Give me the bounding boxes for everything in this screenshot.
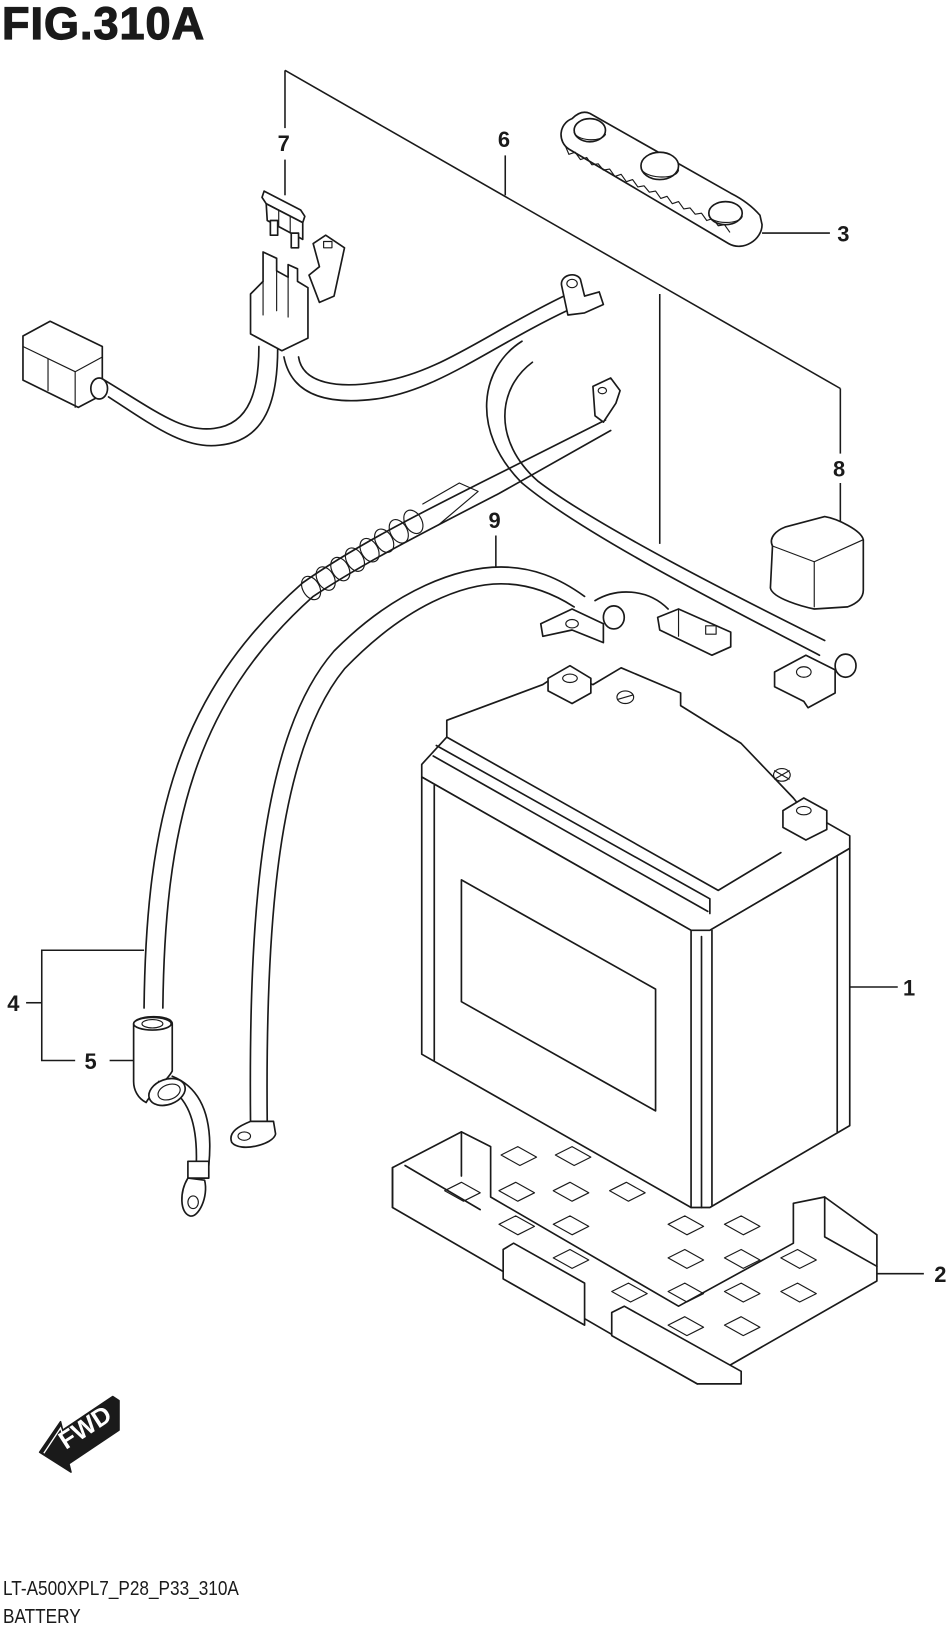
tray-slots [444, 1146, 817, 1337]
part-3-cap-strip [560, 111, 830, 248]
figure-title: FIG.310A [1, 0, 206, 49]
leader-4-5 [26, 949, 145, 1062]
part-9-lead-wire [230, 535, 732, 1148]
callout-3: 3 [837, 221, 849, 246]
callout-9: 9 [489, 508, 501, 533]
group-leader-6 [284, 69, 842, 544]
callout-2: 2 [934, 1262, 946, 1287]
figure-name: BATTERY [3, 1606, 81, 1628]
part-6-harness [22, 234, 857, 709]
ribbed-sleeve [300, 482, 479, 601]
callout-5: 5 [85, 1049, 97, 1074]
callout-labels: 1 2 3 4 5 6 7 8 9 [7, 127, 946, 1287]
part-7-fuse [261, 190, 306, 249]
callout-4: 4 [7, 991, 20, 1016]
part-4-ground-cable [132, 377, 621, 1217]
callout-6: 6 [498, 127, 510, 152]
callout-8: 8 [833, 457, 845, 482]
callout-1: 1 [903, 975, 915, 1000]
part-1-battery [420, 664, 898, 1209]
part-8-terminal-cover [769, 515, 865, 610]
part-2-tray [391, 1131, 924, 1385]
figure-code: LT-A500XPL7_P28_P33_310A [3, 1578, 239, 1600]
callout-7: 7 [278, 131, 290, 156]
fwd-arrow-icon: FWD [38, 1395, 120, 1473]
